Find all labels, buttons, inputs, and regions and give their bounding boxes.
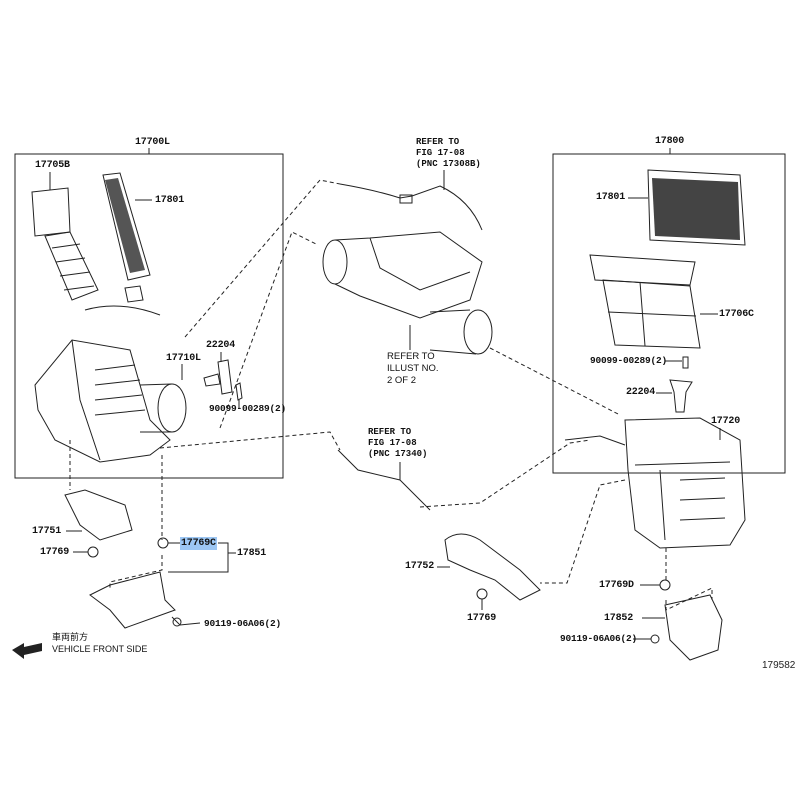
direction-japanese: 車両前方 [52,632,89,642]
label-17752[interactable]: 17752 [405,561,435,572]
air-cleaner-case-left [34,305,187,463]
grommet-17769d [659,579,671,591]
label-17720[interactable]: 17720 [711,416,741,427]
grommet-17769-right [476,588,488,600]
label-17801-right[interactable]: 17801 [596,192,626,203]
hose-top [339,170,483,231]
grommet-17769c [157,537,169,549]
refer-note-lower: REFER TO FIG 17-08 (PNC 17340) [368,427,427,460]
label-17851[interactable]: 17851 [237,548,267,559]
refer-note-line: ILLUST NO. [387,363,439,374]
label-22204-right[interactable]: 22204 [626,387,656,398]
refer-note-line: 2 OF 2 [387,375,417,386]
dashed-connectors [69,179,713,611]
hose-lower [337,449,431,511]
vehicle-front-indicator: 車両前方 VEHICLE FRONT SIDE [52,631,147,655]
sensor-small-left [124,285,144,303]
refer-note-line: FIG 17-08 [368,438,417,448]
refer-note-line: FIG 17-08 [416,148,465,158]
label-17705b[interactable]: 17705B [35,160,70,171]
label-17769c[interactable]: 17769C [180,537,217,550]
label-17852[interactable]: 17852 [604,613,634,624]
air-filter-right [628,169,746,246]
refer-note-line: REFER TO [416,137,460,147]
label-17769d[interactable]: 17769D [599,580,634,591]
grommet-17769-left [87,546,99,558]
refer-note-line: REFER TO [368,427,412,437]
duct-17751 [64,489,133,541]
label-90099-00289-left[interactable]: 90099-00289(2) [209,403,287,414]
right-assembly-box [552,153,786,474]
label-22204-left[interactable]: 22204 [206,340,236,351]
label-90119-06a06-left[interactable]: 90119-06A06(2) [204,618,282,629]
arrow-left-icon [12,643,42,659]
label-17769-left[interactable]: 17769 [40,547,70,558]
label-17751[interactable]: 17751 [32,526,62,537]
label-90099-00289-right[interactable]: 90099-00289(2) [590,355,668,366]
label-17800[interactable]: 17800 [655,136,685,147]
left-assembly-box [14,153,284,479]
refer-note-top: REFER TO FIG 17-08 (PNC 17308B) [416,137,481,170]
label-17801-left[interactable]: 17801 [155,195,185,206]
label-17710l[interactable]: 17710L [166,353,201,364]
illustration-code: 179582 [762,660,796,671]
refer-note-line: REFER TO [387,351,435,362]
duct-17752 [444,533,541,601]
refer-note-line: (PNC 17308B) [416,159,481,169]
air-cleaner-case-right [564,417,746,549]
label-17769-right[interactable]: 17769 [467,613,497,624]
label-17706c[interactable]: 17706C [719,309,754,320]
air-filter-left [102,172,152,281]
label-90119-06a06-right[interactable]: 90119-06A06(2) [560,633,638,644]
label-17700l[interactable]: 17700L [135,137,170,148]
bracket-17851 [89,571,176,629]
air-cleaner-cap-right [589,254,718,349]
air-flow-sensor-right [669,379,693,413]
refer-note-line: (PNC 17340) [368,449,428,459]
direction-english: VEHICLE FRONT SIDE [52,644,148,654]
air-flow-sensor-left [203,352,243,408]
air-cleaner-cap-left [31,172,99,301]
intake-duct-middle [322,231,493,355]
bracket-17852 [664,594,723,661]
refer-note-middle: REFER TO ILLUST NO. 2 OF 2 [387,351,439,387]
